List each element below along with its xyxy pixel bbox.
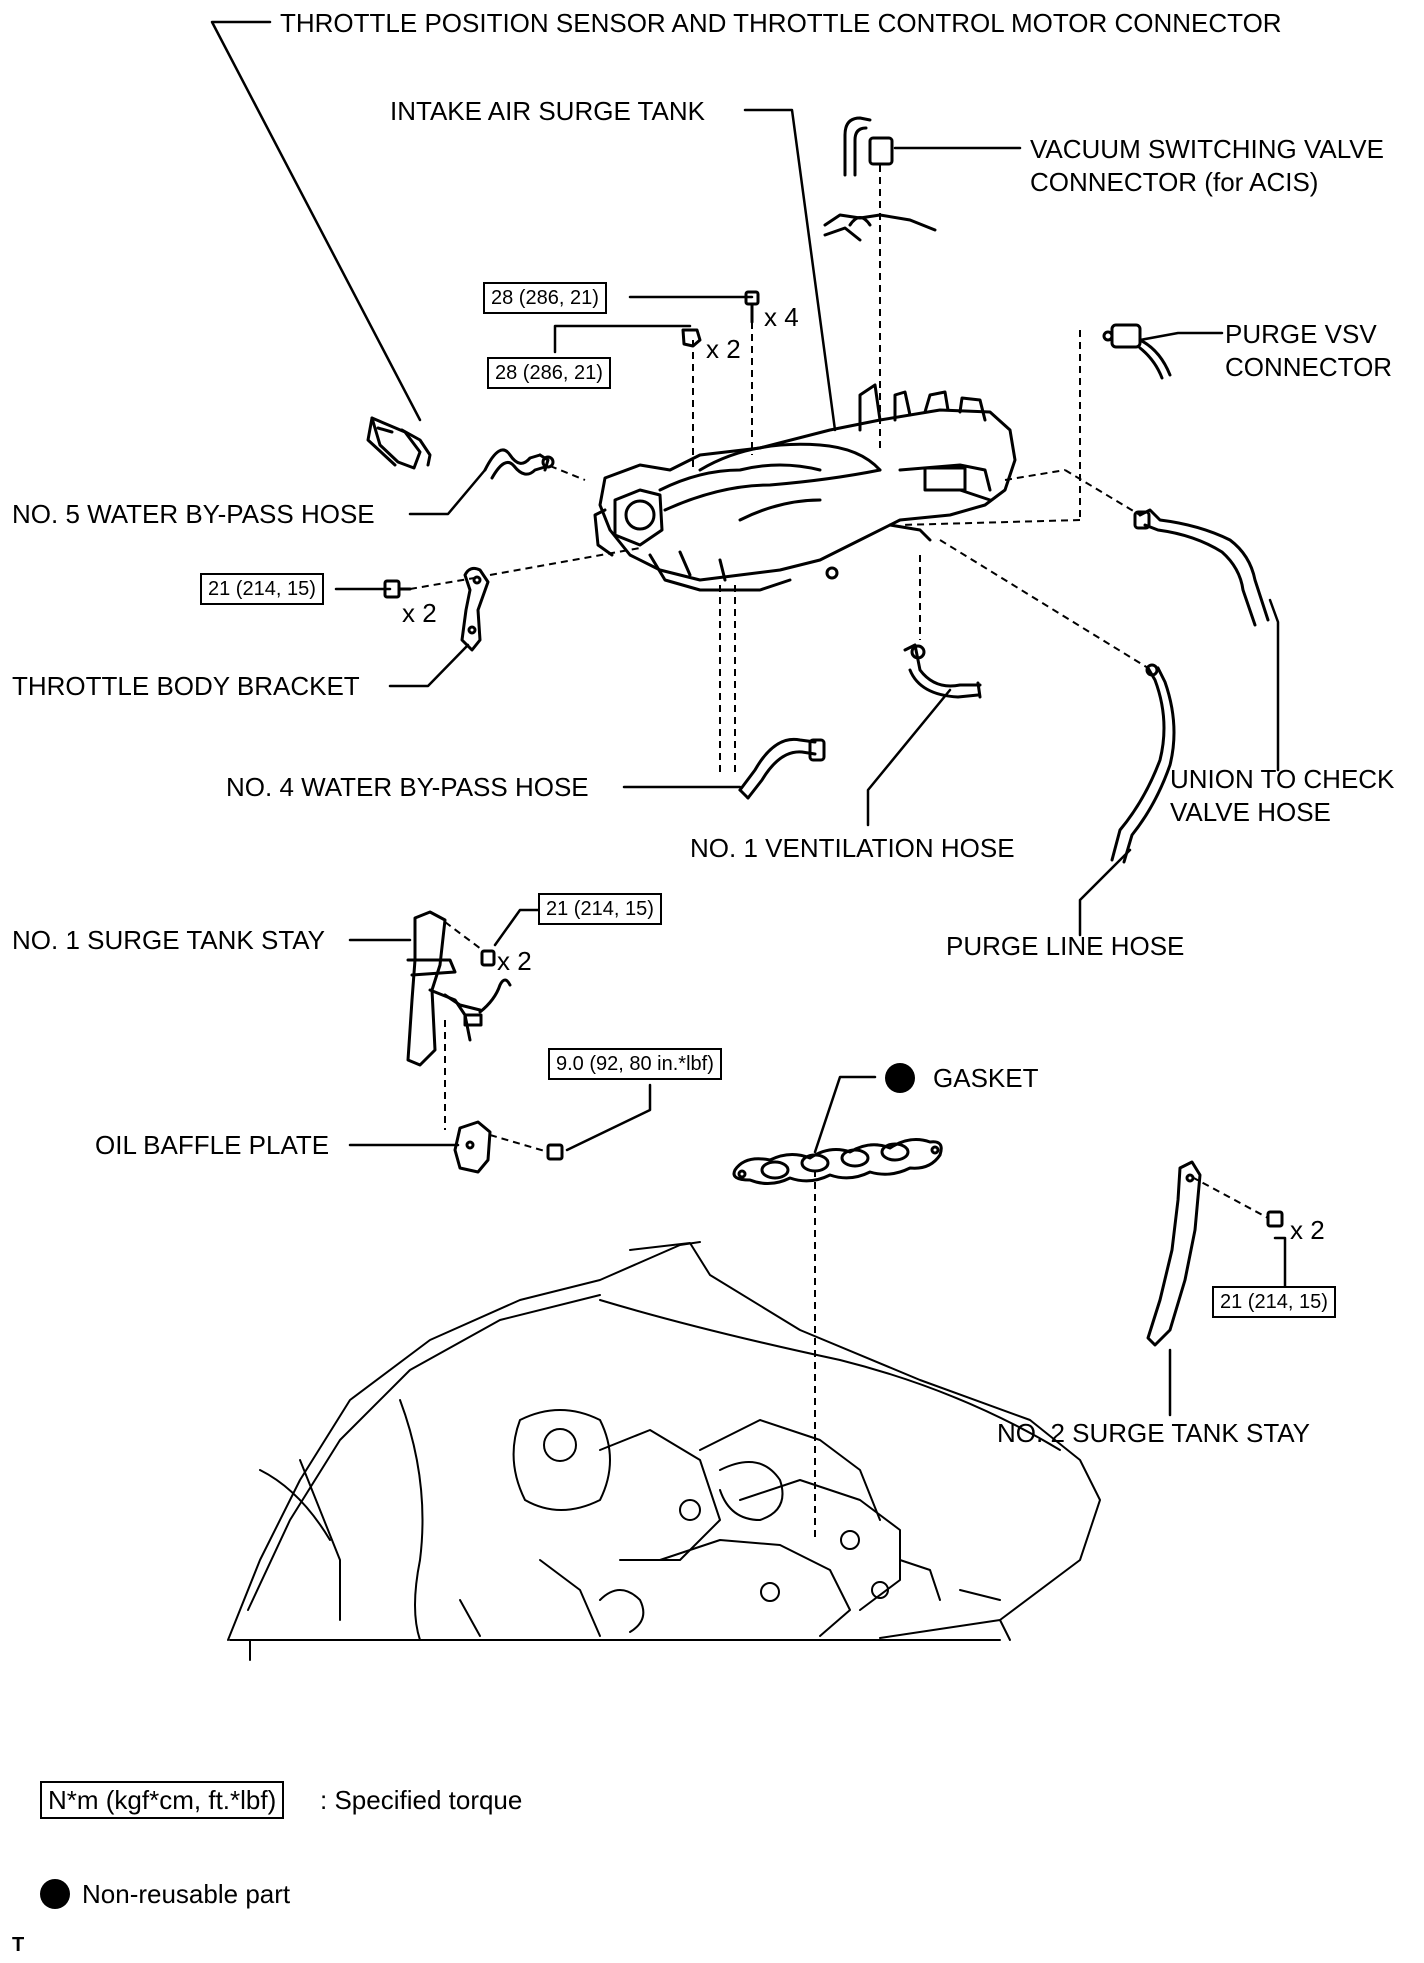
legend-torque-unit: N*m (kgf*cm, ft.*lbf) (40, 1781, 285, 1819)
oil-baffle-plate-part (453, 1120, 492, 1174)
label-oil-baffle: OIL BAFFLE PLATE (95, 1130, 330, 1160)
label-purge-vsv-line2: CONNECTOR (1225, 352, 1393, 382)
label-purge-vsv-line1: PURGE VSV (1225, 319, 1377, 349)
label-throttle-body-bracket: THROTTLE BODY BRACKET (12, 671, 360, 701)
qty-stay1-bolt: x 2 (497, 946, 532, 976)
label-no2-surge-stay: NO. 2 SURGE TANK STAY (997, 1418, 1311, 1448)
leader-gasket (813, 1075, 877, 1154)
leader-no5 (408, 468, 487, 516)
bracket-bolt-part (383, 579, 412, 599)
intake-manifold-part (593, 383, 1017, 592)
label-purge-line-hose: PURGE LINE HOSE (946, 931, 1185, 961)
qty-stay2-bolt: x 2 (1290, 1215, 1325, 1245)
torque-stay1-bolt: 21 (214, 15) (538, 893, 662, 925)
baffle-bolt-part (546, 1143, 564, 1161)
non-reusable-icon (885, 1063, 915, 1093)
gasket-part (732, 1138, 943, 1185)
leader-vent (866, 688, 952, 827)
torque-surge-bolt: 28 (286, 21) (483, 282, 607, 314)
qty-surge-nut: x 2 (706, 334, 741, 364)
label-no1-ventilation: NO. 1 VENTILATION HOSE (690, 833, 1015, 863)
legend-nonreusable-desc: Non-reusable part (82, 1879, 291, 1909)
label-union-check-line1: UNION TO CHECK (1170, 764, 1395, 794)
union-check-valve-hose-part (1133, 508, 1270, 627)
no5-water-bypass-hose-part (483, 448, 555, 480)
purge-line-hose-part (1110, 663, 1176, 864)
label-no4-water-bypass: NO. 4 WATER BY-PASS HOSE (226, 772, 589, 802)
torque-leader-stay1 (493, 908, 542, 947)
surge-tank-bolt-part (744, 290, 760, 324)
torque-leader-stay2 (1273, 1236, 1287, 1302)
label-no5-water-bypass: NO. 5 WATER BY-PASS HOSE (12, 499, 375, 529)
stay2-bolt-part (1266, 1210, 1284, 1228)
torque-stay2-bolt: 21 (214, 15) (1212, 1286, 1336, 1318)
torque-leader-baffle (565, 1083, 652, 1152)
purge-vsv-connector-part (1102, 323, 1172, 380)
label-no1-surge-stay: NO. 1 SURGE TANK STAY (12, 925, 326, 955)
qty-bracket-bolt: x 2 (402, 598, 437, 628)
leader-purge-vsv (1138, 331, 1224, 342)
leader-tps (210, 20, 422, 422)
label-intake-surge-tank: INTAKE AIR SURGE TANK (390, 96, 705, 126)
torque-baffle-bolt: 9.0 (92, 80 in.*lbf) (548, 1048, 722, 1080)
legend-torque-desc: : Specified torque (320, 1785, 523, 1815)
stay1-bolt-part (480, 949, 496, 967)
no1-surge-tank-stay-part (406, 910, 512, 1067)
legend-non-reusable-icon (40, 1879, 70, 1909)
leader-surge-tank (743, 108, 837, 432)
surge-tank-nut-part (681, 328, 702, 348)
torque-leader-surgenut (553, 324, 692, 354)
torque-surge-nut: 28 (286, 21) (487, 357, 611, 389)
qty-surge-bolt: x 4 (764, 302, 799, 332)
leader-union (1268, 598, 1280, 772)
leader-bracket (388, 643, 470, 688)
label-vsv-connector-line2: CONNECTOR (for ACIS) (1030, 167, 1319, 197)
throttle-body-bracket-part (460, 566, 490, 652)
vsv-connector-part (823, 116, 937, 242)
label-tps-connector: THROTTLE POSITION SENSOR AND THROTTLE CO… (280, 8, 1282, 38)
leader-purgeline (1078, 848, 1132, 937)
no1-ventilation-hose-part (903, 643, 982, 699)
engine-bay-sketch (227, 1241, 1101, 1661)
tps-connector-part (366, 416, 432, 470)
footer-mark: T (12, 1934, 25, 1956)
label-vsv-connector-line1: VACUUM SWITCHING VALVE (1030, 134, 1384, 164)
label-union-check-line2: VALVE HOSE (1170, 797, 1331, 827)
torque-bracket-bolt: 21 (214, 15) (200, 573, 324, 605)
no2-surge-tank-stay-part (1146, 1160, 1202, 1347)
label-gasket: GASKET (933, 1063, 1039, 1093)
no4-water-bypass-hose-part (738, 737, 826, 800)
